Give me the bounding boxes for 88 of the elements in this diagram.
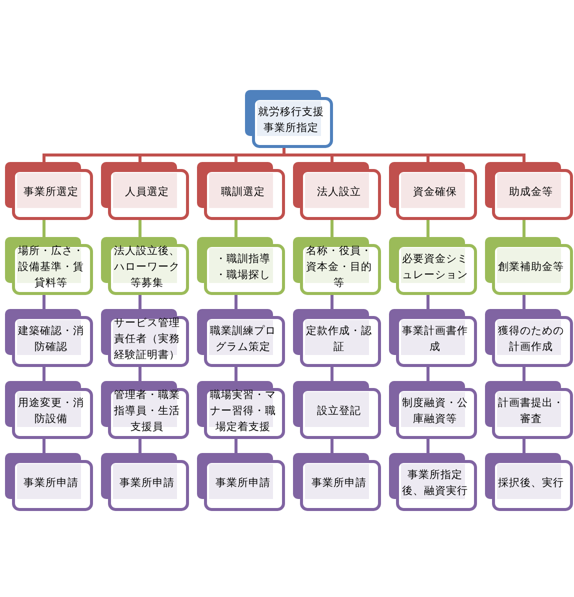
- box-label: 建築確認・消防確認: [17, 324, 85, 355]
- box-label: 創業補助金等: [498, 260, 564, 275]
- process-box: [389, 162, 477, 220]
- connector-line: [522, 294, 526, 309]
- box-label: 事業計画書作成: [401, 324, 469, 355]
- box-label: 助成金等: [509, 184, 553, 200]
- box-label: ・職訓指導: [216, 252, 270, 267]
- box-label: 職場実習・マナー習得・職場定着支援: [209, 388, 277, 436]
- process-box: [293, 453, 381, 511]
- connector-line: [42, 366, 46, 381]
- box-label: 事業所申請: [120, 476, 174, 491]
- connector-line: [330, 366, 334, 381]
- process-box: [5, 237, 93, 295]
- box-label: 職訓選定: [221, 184, 265, 200]
- process-box: [293, 237, 381, 295]
- box-label: 計画書提出・審査: [497, 396, 565, 427]
- box-label: 場所・広さ・設備基準・賃貸料等: [17, 244, 85, 292]
- process-box: [197, 453, 285, 511]
- process-box: [197, 309, 285, 367]
- connector-line: [282, 147, 526, 162]
- connector-line: [138, 366, 142, 381]
- connector-line: [522, 366, 526, 381]
- box-label: 獲得のための計画作成: [497, 324, 565, 355]
- process-box: [245, 90, 333, 148]
- process-box: [485, 162, 573, 220]
- connector-line: [522, 219, 526, 237]
- connector-line: [330, 438, 334, 453]
- process-box: [197, 381, 285, 439]
- connector-line: [426, 294, 430, 309]
- process-box: [293, 162, 381, 220]
- connector-line: [426, 438, 430, 453]
- process-box: [197, 237, 285, 295]
- box-label: 必要資金シミュレーション: [401, 252, 469, 283]
- box-label: 採択後、実行: [498, 476, 564, 491]
- box-label: 制度融資・公庫融資等: [401, 396, 469, 427]
- process-box: [389, 453, 477, 511]
- box-label: 事業所申請: [312, 476, 366, 491]
- connector-line: [42, 219, 46, 237]
- connector-line: [330, 219, 334, 237]
- process-box: [5, 453, 93, 511]
- box-label: 事業所申請: [24, 476, 78, 491]
- process-box: [5, 162, 93, 220]
- process-box: [389, 237, 477, 295]
- box-label: 定款作成・認証: [305, 324, 373, 355]
- connector-line: [522, 438, 526, 453]
- process-box: [5, 381, 93, 439]
- box-label: 資金確保: [413, 184, 457, 200]
- process-box: [197, 162, 285, 220]
- box-label: 事業所申請: [216, 476, 270, 491]
- process-box: [485, 237, 573, 295]
- connector-line: [138, 219, 142, 237]
- box-label: サービス管理責任者（実務経験証明書）: [113, 316, 181, 364]
- box-label: 設立登記: [317, 404, 361, 419]
- connector-line: [234, 366, 238, 381]
- process-box: [485, 309, 573, 367]
- connector-line: [330, 294, 334, 309]
- process-box: [5, 309, 93, 367]
- connector-line: [42, 438, 46, 453]
- box-label: 管理者・職業指導員・生活支援員: [113, 388, 181, 436]
- process-box: [389, 381, 477, 439]
- process-box: [101, 381, 189, 439]
- box-label: 法人設立後、ハローワーク等募集: [113, 244, 181, 292]
- process-box: [101, 453, 189, 511]
- process-box: [293, 381, 381, 439]
- connector-line: [138, 438, 142, 453]
- connector-line: [138, 294, 142, 309]
- box-label: 名称・役員・資本金・目的等: [305, 244, 373, 292]
- connector-line: [234, 294, 238, 309]
- process-box: [101, 237, 189, 295]
- process-box: [101, 162, 189, 220]
- process-box: [389, 309, 477, 367]
- box-label: 事業所選定: [24, 184, 78, 200]
- box-label: 事業所指定後、融資実行: [401, 468, 469, 499]
- process-box: [101, 309, 189, 367]
- connector-line: [426, 219, 430, 237]
- box-label: ・職場探し: [216, 268, 270, 283]
- box-label: 就労移行支援事業所指定: [257, 104, 325, 136]
- connector-line: [426, 366, 430, 381]
- process-box: [485, 381, 573, 439]
- connector-line: [234, 219, 238, 237]
- connector-line: [234, 438, 238, 453]
- box-label: 職業訓練プログラム策定: [209, 324, 277, 355]
- box-label: 用途変更・消防設備: [17, 396, 85, 427]
- connector-line: [42, 294, 46, 309]
- process-box: [293, 309, 381, 367]
- box-label: 法人設立: [317, 184, 361, 200]
- box-label: 人員選定: [125, 184, 169, 200]
- process-box: [485, 453, 573, 511]
